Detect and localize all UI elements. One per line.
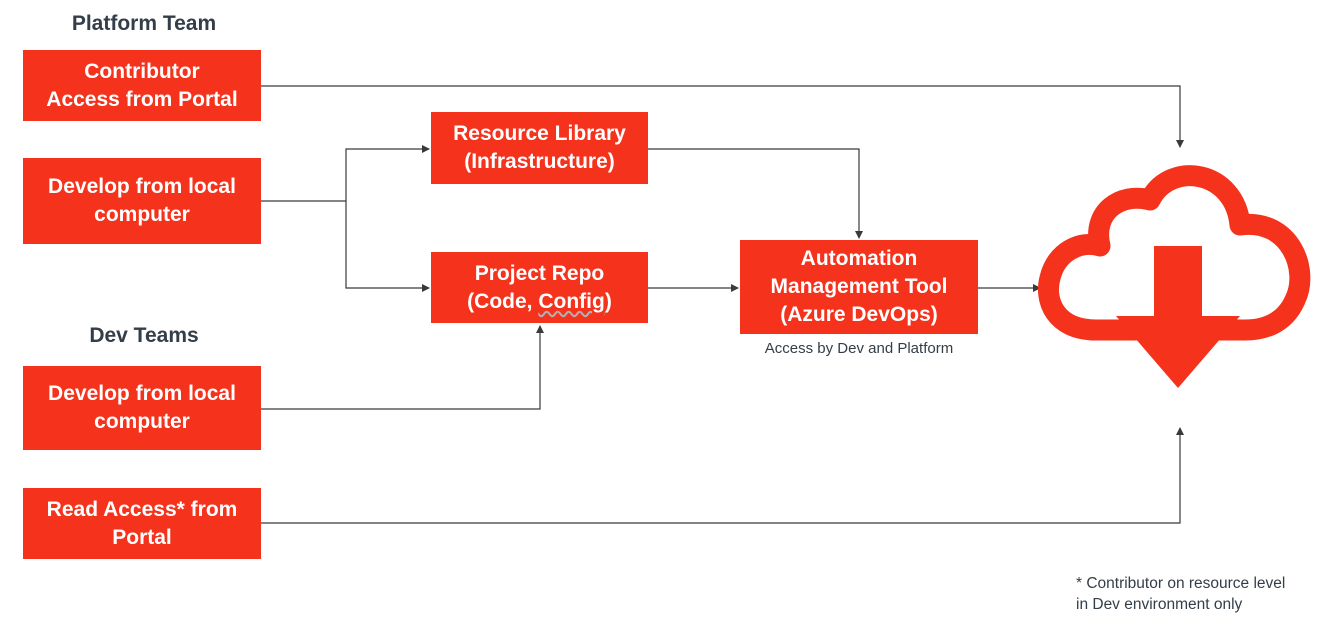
dev-develop-box: Develop from local computer xyxy=(23,366,261,450)
cloud-download-icon xyxy=(1038,165,1311,388)
contributor-access-box: Contributor Access from Portal xyxy=(23,50,261,121)
arrow-develop-to-project-repo xyxy=(345,201,430,292)
resource-library-label: Resource Library (Infrastructure) xyxy=(453,122,626,173)
automation-tool-box: Automation Management Tool (Azure DevOps… xyxy=(740,240,978,334)
arrow-dev-develop-to-project-repo xyxy=(261,325,544,410)
platform-develop-label: Develop from local computer xyxy=(48,175,236,226)
dev-teams-heading: Dev Teams xyxy=(89,324,199,347)
read-access-box: Read Access* from Portal xyxy=(23,488,261,559)
arrow-resource-library-to-automation xyxy=(648,148,863,239)
platform-team-heading: Platform Team xyxy=(71,12,217,35)
project-repo-label: Project Repo (Code, Config) xyxy=(467,260,612,316)
automation-tool-label: Automation Management Tool (Azure DevOps… xyxy=(770,247,948,326)
arrow-read-access-to-cloud xyxy=(261,427,1184,524)
arrow-contributor-to-cloud xyxy=(261,85,1184,148)
arrow-develop-to-resource-library xyxy=(345,145,430,201)
automation-access-caption: Access by Dev and Platform xyxy=(764,340,954,357)
project-repo-box: Project Repo (Code, Config) xyxy=(431,252,648,323)
footnote: * Contributor on resource level in Dev e… xyxy=(1076,575,1286,613)
project-repo-subtitle: (Code, Config) xyxy=(467,289,612,313)
platform-develop-box: Develop from local computer xyxy=(23,158,261,244)
project-repo-title: Project Repo xyxy=(474,261,605,285)
dev-develop-label: Develop from local computer xyxy=(48,382,236,433)
read-access-label: Read Access* from Portal xyxy=(46,497,238,549)
resource-library-box: Resource Library (Infrastructure) xyxy=(431,112,648,184)
contributor-access-label: Contributor Access from Portal xyxy=(46,59,238,111)
